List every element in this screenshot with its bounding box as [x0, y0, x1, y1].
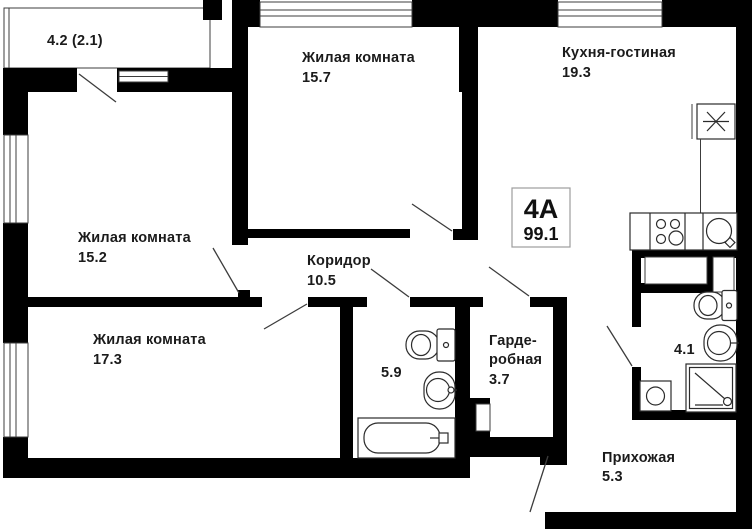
bathroom-4-1-fixtures — [639, 289, 739, 413]
room-bathroom-large-area: 5.9 — [381, 365, 402, 381]
room-wardrobe-name-line1: Гарде- — [489, 333, 537, 349]
room-corridor-area: 10.5 — [307, 273, 336, 289]
room-hallway-area: 5.3 — [602, 469, 623, 485]
shower-icon — [685, 363, 737, 413]
room-hallway-name: Прихожая — [602, 450, 675, 466]
bathroom-5-9-fixtures — [357, 328, 457, 459]
window-left-upper — [3, 134, 29, 224]
labels: 4.2 (2.1) Жилая комната 15.7 Кухня-гости… — [47, 33, 695, 485]
unit-code: 4А — [524, 194, 559, 224]
toilet-icon — [693, 289, 738, 322]
room-wardrobe-area: 3.7 — [489, 372, 510, 388]
room-15-2-door-swing — [212, 247, 240, 294]
unit-total-area: 99.1 — [523, 224, 558, 244]
room-living-top-name: Жилая комната — [301, 50, 416, 66]
duct-box-large — [644, 256, 708, 285]
window-balcony-wall — [118, 70, 169, 83]
washbasin-icon — [703, 324, 739, 362]
window-top-room — [259, 1, 413, 28]
washbasin-icon — [423, 371, 457, 410]
room-living-left-area: 15.2 — [78, 250, 107, 266]
balcony-door-swing — [78, 73, 117, 103]
walls — [3, 0, 752, 529]
room-living-bottom-area: 17.3 — [93, 352, 122, 368]
toilet-icon — [405, 328, 456, 362]
wardrobe-niche — [475, 403, 491, 432]
room-kitchen-area: 19.3 — [562, 65, 591, 81]
balcony-label: 4.2 (2.1) — [47, 33, 103, 49]
bathtub-icon — [357, 417, 456, 459]
bathroom-4-1-door-swing — [606, 325, 633, 367]
window-kitchen — [557, 1, 663, 28]
balcony-outline — [3, 7, 211, 69]
room-corridor-name: Коридор — [307, 253, 371, 269]
room-bathroom-small-area: 4.1 — [674, 342, 695, 358]
washing-machine-icon — [639, 380, 672, 412]
unit-badge: 4А 99.1 — [511, 187, 571, 248]
room-wardrobe-name-line2: робная — [489, 352, 542, 368]
vent-star-icon — [691, 103, 736, 213]
room-living-top-area: 15.7 — [302, 70, 331, 86]
entrance-door-swing — [529, 455, 549, 513]
wardrobe-door-swing — [488, 266, 530, 297]
duct-box-small — [712, 256, 735, 293]
window-left-lower — [3, 342, 29, 438]
stove-icon — [655, 218, 684, 246]
kitchen-fixtures — [629, 103, 738, 251]
room-kitchen-name: Кухня-гостиная — [562, 45, 676, 61]
windows — [3, 1, 735, 438]
room-living-left-name: Жилая комната — [77, 230, 192, 246]
doors — [78, 73, 633, 513]
room-living-bottom-name: Жилая комната — [92, 332, 207, 348]
room-15-7-door-swing — [411, 203, 453, 232]
bathroom-5-9-door-swing — [370, 268, 410, 298]
room-17-3-door-swing — [263, 303, 308, 330]
kitchen-sink-icon — [705, 217, 736, 249]
